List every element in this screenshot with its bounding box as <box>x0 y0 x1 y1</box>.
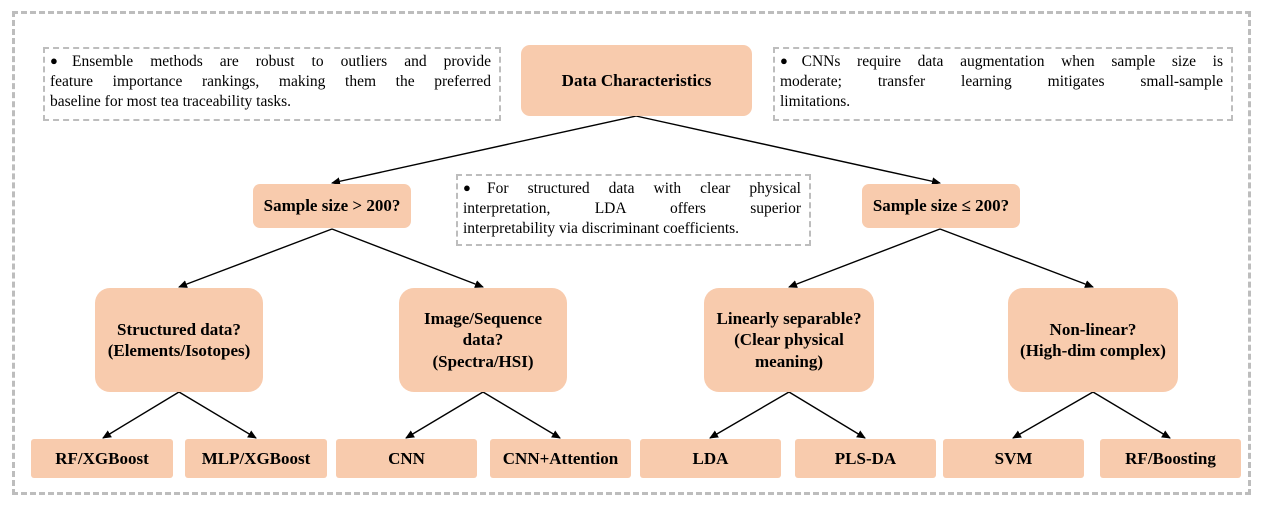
node-structured-line-2: (Elements/Isotopes) <box>107 341 251 360</box>
note-cnn-line-1: CNNs require data augmentation when samp… <box>801 53 1223 70</box>
node-linear-line-2: (Clear physical <box>734 330 844 350</box>
note-ensemble: ●Ensemble methods are robust to outliers… <box>43 47 501 121</box>
note-lda-line-1: For structured data with clear physical <box>487 180 801 197</box>
node-image-line-2: data? <box>462 330 504 350</box>
leaf-svm-label: SVM <box>994 448 1033 468</box>
edge-nonlinear-rfboost <box>1092 391 1171 439</box>
edge-image-cnn <box>405 391 484 439</box>
leaf-pls-da-label: PLS-DA <box>834 448 897 468</box>
note-cnn: ●CNNs require data augmentation when sam… <box>773 47 1233 121</box>
node-structured-line-1: Structured data? <box>117 319 241 339</box>
edge-root-small <box>635 115 941 186</box>
node-image-line-1: Image/Sequence <box>423 309 543 329</box>
note-lda: ●For structured data with clear physical… <box>456 174 811 246</box>
leaf-cnn-label: CNN <box>388 448 425 468</box>
edge-small-nonlinear <box>939 228 1094 288</box>
note-cnn-line-2: moderate; transfer learning mitigates sm… <box>780 73 1223 91</box>
edge-large-image <box>331 228 484 288</box>
note-lda-line-3: interpretability via discriminant coeffi… <box>463 220 740 238</box>
leaf-cnn-attention: CNN+Attention <box>490 439 631 478</box>
node-linear-line-1: Linearly separable? <box>716 309 862 329</box>
bullet-icon: ● <box>50 53 72 68</box>
node-image-sequence-data: Image/Sequence data? (Spectra/HSI) <box>399 288 567 392</box>
edge-image-cnnatt <box>482 391 561 439</box>
edge-nonlinear-svm <box>1012 391 1094 439</box>
bullet-icon: ● <box>463 180 487 195</box>
leaf-lda-label: LDA <box>692 448 729 468</box>
edge-root-large <box>331 115 637 186</box>
node-structured-data: Structured data? (Elements/Isotopes) <box>95 288 263 392</box>
node-data-characteristics: Data Characteristics <box>521 45 752 116</box>
node-non-linear: Non-linear? (High-dim complex) <box>1008 288 1178 392</box>
leaf-lda: LDA <box>640 439 781 478</box>
edge-structured-rf <box>102 391 180 439</box>
node-image-line-3: (Spectra/HSI) <box>432 351 534 371</box>
leaf-pls-da: PLS-DA <box>795 439 936 478</box>
leaf-mlp-xgboost: MLP/XGBoost <box>185 439 327 478</box>
node-data-characteristics-label: Data Characteristics <box>561 70 712 90</box>
edge-small-linear <box>788 228 941 288</box>
outer-dashed-frame <box>12 11 1251 495</box>
leaf-cnn-attention-label: CNN+Attention <box>502 448 619 468</box>
node-sample-size-large-label: Sample size > 200? <box>263 196 401 216</box>
note-cnn-line-3: limitations. <box>780 93 851 111</box>
bullet-icon: ● <box>780 53 801 68</box>
edge-linear-lda <box>709 391 790 439</box>
note-ensemble-line-3: baseline for most tea traceability tasks… <box>50 93 292 111</box>
node-sample-size-large: Sample size > 200? <box>253 184 411 228</box>
node-sample-size-small-label: Sample size ≤ 200? <box>872 196 1010 216</box>
edge-large-structured <box>178 228 333 288</box>
node-linearly-separable: Linearly separable? (Clear physical mean… <box>704 288 874 392</box>
leaf-rf-xgboost-label: RF/XGBoost <box>55 448 149 468</box>
note-lda-line-2: interpretation, LDA offers superior <box>463 200 801 218</box>
edge-structured-mlp <box>178 391 257 439</box>
node-linear-line-3: meaning) <box>755 351 823 371</box>
note-ensemble-line-1: Ensemble methods are robust to outliers … <box>72 53 491 70</box>
leaf-rf-boosting-label: RF/Boosting <box>1125 448 1216 468</box>
edge-linear-plsda <box>788 391 866 439</box>
leaf-cnn: CNN <box>336 439 477 478</box>
leaf-svm: SVM <box>943 439 1084 478</box>
note-ensemble-line-2: feature importance rankings, making them… <box>50 73 491 91</box>
leaf-rf-xgboost: RF/XGBoost <box>31 439 173 478</box>
leaf-rf-boosting: RF/Boosting <box>1100 439 1241 478</box>
node-nonlinear-line-1: Non-linear? <box>1049 319 1137 339</box>
node-nonlinear-line-2: (High-dim complex) <box>1020 341 1166 360</box>
node-sample-size-small: Sample size ≤ 200? <box>862 184 1020 228</box>
leaf-mlp-xgboost-label: MLP/XGBoost <box>201 448 311 468</box>
